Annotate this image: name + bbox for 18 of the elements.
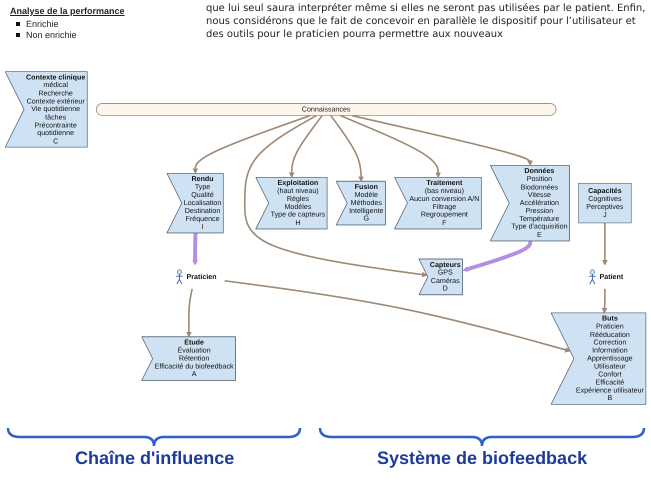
group-label: Système de biofeedback <box>377 448 588 469</box>
arrow <box>340 114 441 178</box>
arrow <box>330 115 364 182</box>
arrow <box>224 280 571 352</box>
arrow <box>244 114 428 278</box>
arrow <box>288 115 323 178</box>
note-heading: Analyse de la performance <box>10 6 125 16</box>
list-item: Non enrichie <box>26 30 77 40</box>
arrow <box>186 288 194 338</box>
body-paragraph: que lui seul saura interpréter même si elles ne seront pas utilisées par le patient. Enfin, nous considérons que le fait de concevoir en parallèle le dispositif pour l’utilisateur et des outils pour le praticien pourra permettre aux nouveaux <box>206 3 646 40</box>
arrow <box>602 222 608 266</box>
group-label: Chaîne d'influence <box>75 448 234 469</box>
feedback-arrow <box>462 240 532 272</box>
feedback-arrow <box>192 233 198 266</box>
arrow <box>352 114 533 166</box>
list-item: Enrichie <box>26 19 59 29</box>
arrow <box>602 288 608 314</box>
arrow <box>192 114 310 174</box>
